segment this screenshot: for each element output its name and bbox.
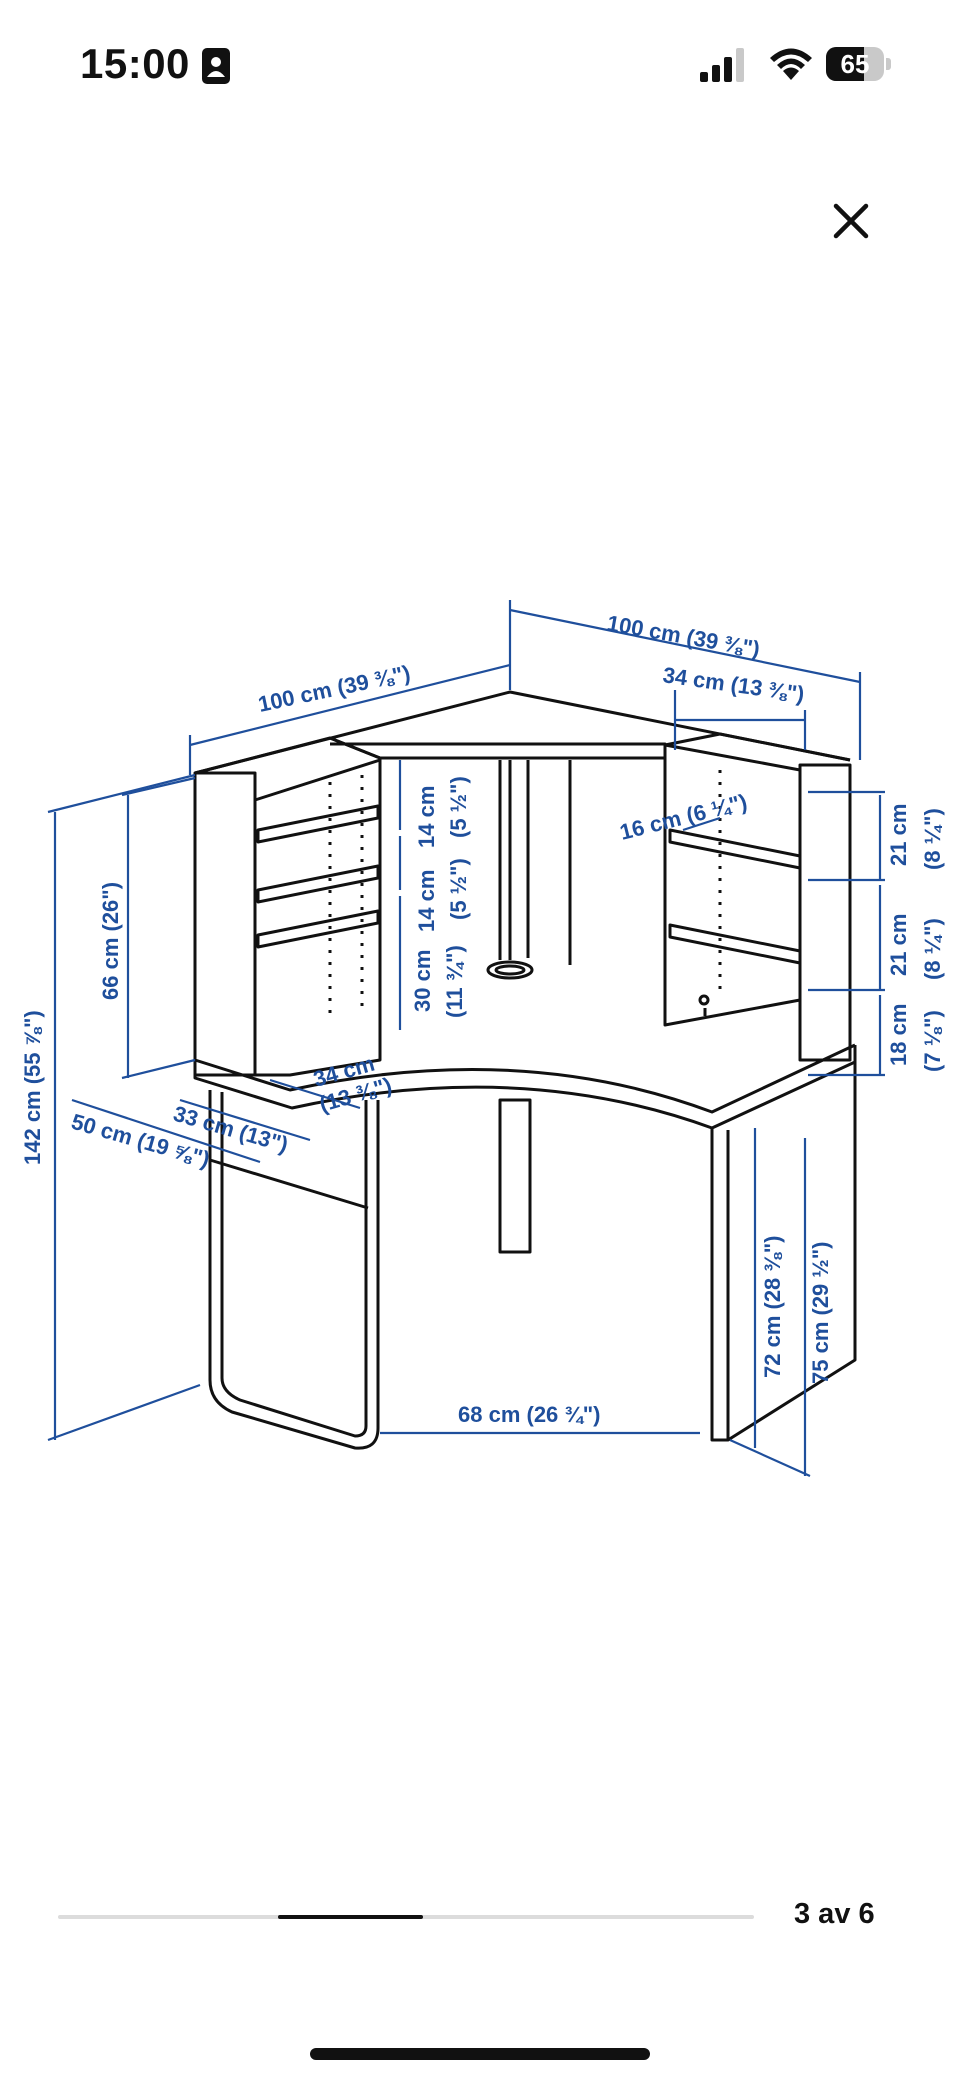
dim-right-shelf-h3: 18 cm [886, 1004, 911, 1066]
dim-upper-shelf-width: 34 cm (13 ⅜") [661, 662, 806, 707]
dim-total-height: 142 cm (55 ⅞") [20, 1010, 45, 1165]
dim-leg-gap: 68 cm (26 ¾") [458, 1402, 601, 1427]
dim-left-shelf-h1: 14 cm [414, 786, 439, 848]
page-indicator-thumb[interactable] [278, 1915, 424, 1919]
person-card-icon [202, 48, 230, 84]
dim-left-shelf-h1-in: (5 ½") [446, 776, 471, 838]
dimension-labels: 100 cm (39 ⅜") 100 cm (39 ⅜") 34 cm (13 … [20, 610, 945, 1427]
desk-outline [193, 690, 857, 1450]
dim-under-height: 72 cm (28 ⅜") [760, 1235, 785, 1378]
status-time: 15:00 [80, 40, 190, 87]
dim-left-shelf-h3: 30 cm [410, 950, 435, 1012]
dim-left-shelf-h2-in: (5 ½") [446, 858, 471, 920]
dim-right-shelf-h2: 21 cm [886, 914, 911, 976]
close-button[interactable] [820, 190, 882, 252]
dim-hutch-height: 66 cm (26") [98, 882, 123, 1000]
desk-dimension-drawing: 100 cm (39 ⅜") 100 cm (39 ⅜") 34 cm (13 … [20, 600, 945, 1478]
dimension-lines [47, 600, 885, 1478]
battery-body: 65 [826, 47, 884, 81]
dim-desk-height: 75 cm (29 ½") [808, 1241, 833, 1384]
wifi-icon [770, 48, 812, 80]
dim-top-right-width: 100 cm (39 ⅜") [605, 610, 762, 661]
cellular-signal-icon [700, 48, 744, 82]
battery-level: 65 [840, 49, 870, 79]
battery-icon: 65 [826, 47, 892, 81]
close-icon [833, 203, 869, 239]
dim-shelf-depth: 16 cm (6 ¼") [617, 789, 749, 845]
battery-fill [826, 47, 864, 81]
dim-right-shelf-h3-in: (7 ⅛") [920, 1010, 945, 1072]
battery-nub [886, 58, 891, 70]
dim-right-shelf-h1: 21 cm [886, 804, 911, 866]
dim-right-shelf-h2-in: (8 ¼") [920, 918, 945, 980]
page-counter: 3 av 6 [794, 1898, 875, 1930]
dim-right-shelf-h1-in: (8 ¼") [920, 808, 945, 870]
dim-left-shelf-h3-in: (11 ¾") [442, 945, 467, 1018]
dim-left-shelf-h2: 14 cm [414, 870, 439, 932]
status-bar: 15:00 65 [0, 0, 960, 130]
page-indicator-track[interactable] [58, 1915, 754, 1919]
home-indicator[interactable] [310, 2048, 650, 2060]
